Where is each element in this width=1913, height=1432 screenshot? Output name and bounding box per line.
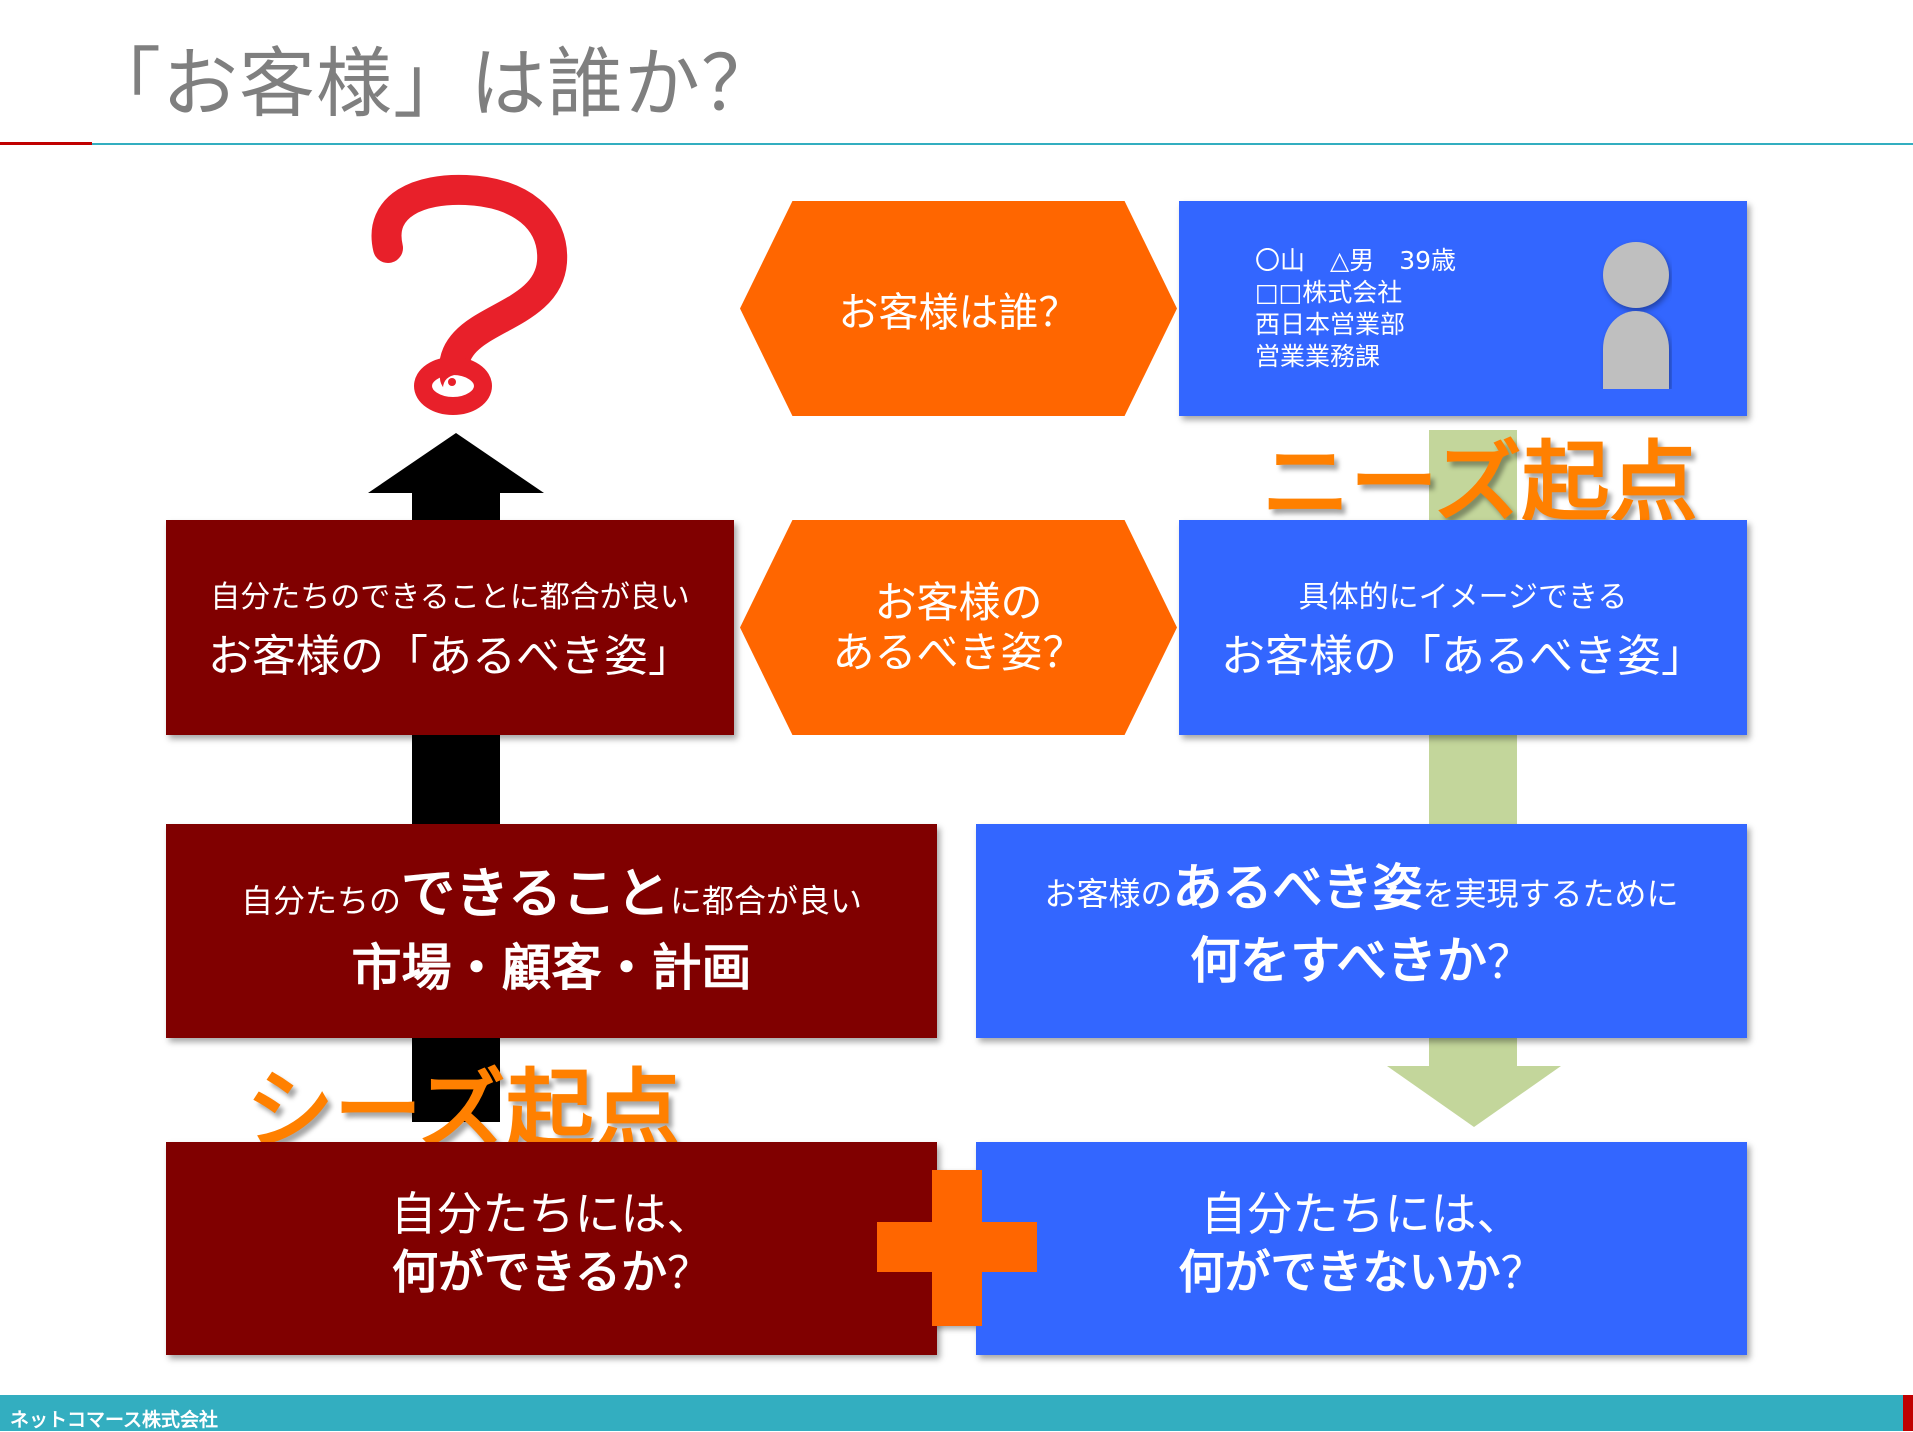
- cannot-do-line2: 何ができないか？: [1179, 1243, 1545, 1312]
- can-do-line2: 何ができるか？: [392, 1243, 711, 1312]
- profile-section: 営業業務課: [1255, 341, 1456, 373]
- cannot-do-line1: 自分たちには、: [1201, 1185, 1523, 1243]
- who-is-customer-text: お客様は誰？: [839, 280, 1079, 338]
- customer-plan-line1: お客様のあるべき姿を実現するために: [1044, 858, 1678, 930]
- customer-plan-pre: お客様の: [1044, 875, 1172, 913]
- seller-plan-pre: 自分たちの: [241, 882, 401, 920]
- customer-ideal-large: お客様の「あるべき姿」: [1221, 620, 1705, 684]
- customer-plan-line2: 何をすべきか？: [1190, 930, 1533, 1004]
- profile-company: □□株式会社: [1255, 277, 1456, 309]
- can-do-box: 自分たちには、 何ができるか？: [166, 1142, 937, 1355]
- can-do-line1: 自分たちには、: [391, 1185, 713, 1243]
- cannot-do-question: 何ができないか: [1179, 1245, 1501, 1299]
- customer-plan-qmark: ？: [1487, 935, 1533, 989]
- customer-ideal-small: 具体的にイメージできる: [1299, 572, 1628, 616]
- hex-ideal-line1: お客様の: [874, 578, 1042, 628]
- customer-plan-question: 何をすべきか: [1190, 932, 1487, 990]
- seller-plan-post: に都合が良い: [670, 882, 862, 920]
- question-mark-icon: [387, 190, 553, 406]
- seller-plan-em: できること: [401, 862, 670, 925]
- customer-plan-box: お客様のあるべき姿を実現するために 何をすべきか？: [976, 824, 1747, 1038]
- customer-plan-post: を実現するために: [1423, 875, 1679, 913]
- customer-ideal-hexagon: お客様の あるべき姿？: [740, 520, 1177, 735]
- cannot-do-qmark: ？: [1501, 1248, 1545, 1299]
- seller-ideal-small: 自分たちのできることに都合が良い: [210, 572, 689, 616]
- seller-ideal-large: お客様の「あるべき姿」: [208, 620, 692, 684]
- customer-profile-card: 〇山 △男 39歳 □□株式会社 西日本営業部 営業業務課: [1179, 201, 1747, 416]
- can-do-qmark: ？: [667, 1248, 711, 1299]
- seller-plan-box: 自分たちのできることに都合が良い 市場・顧客・計画: [166, 824, 937, 1038]
- cannot-do-box: 自分たちには、 何ができないか？: [976, 1142, 1747, 1355]
- customer-ideal-box: 具体的にイメージできる お客様の「あるべき姿」: [1179, 520, 1747, 735]
- seller-ideal-box: 自分たちのできることに都合が良い お客様の「あるべき姿」: [166, 520, 734, 735]
- person-avatar-icon: [1600, 239, 1672, 389]
- hex-ideal-line2: あるべき姿？: [832, 628, 1084, 678]
- profile-department: 西日本営業部: [1255, 309, 1456, 341]
- seller-plan-line1: 自分たちのできることに都合が良い: [241, 864, 862, 937]
- who-is-customer-hexagon: お客様は誰？: [740, 201, 1177, 416]
- plus-sign-overlay: [870, 1165, 1045, 1335]
- footer-accent: [1903, 1395, 1913, 1431]
- customer-profile-text: 〇山 △男 39歳 □□株式会社 西日本営業部 営業業務課: [1255, 245, 1456, 373]
- seller-plan-line2: 市場・顧客・計画: [352, 937, 752, 999]
- profile-name: 〇山 △男 39歳: [1255, 245, 1456, 277]
- footer-bar: [0, 1395, 1913, 1431]
- footer-company: ネットコマース株式会社: [10, 1405, 218, 1432]
- customer-plan-em: あるべき姿: [1173, 859, 1423, 917]
- can-do-question: 何ができるか: [392, 1245, 667, 1299]
